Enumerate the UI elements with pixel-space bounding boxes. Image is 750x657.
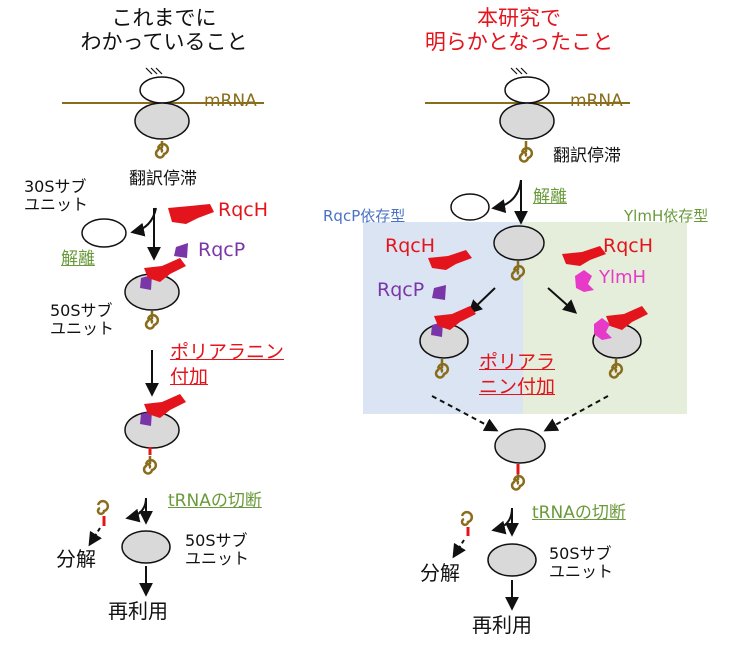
arrow-to-ylmh-path (547, 287, 578, 314)
right-50s-final-label: 50Sサブ ユニット (549, 544, 614, 582)
50s-subunit-rqcp-path (419, 323, 469, 359)
left-50s-final-line1: 50Sサブ (185, 531, 248, 550)
nascent-chain-coil-left-3 (142, 456, 158, 475)
rqch-shape-right-a (428, 250, 472, 270)
nascent-chain-coil-right-3 (510, 474, 526, 491)
left-30s-line1: 30Sサブ (24, 177, 87, 196)
ylmh-dependent-label: YlmH依存型 (624, 207, 709, 225)
rqch-bound-left-2 (144, 394, 186, 418)
right-stall-label: 翻訳停滞 (553, 146, 621, 166)
right-trna-cleave-label: tRNAの切断 (532, 503, 626, 523)
right-ylmh-label: YlmH (599, 267, 647, 288)
50s-subunit-right-split (493, 225, 545, 261)
right-mrna-label: mRNA (570, 91, 623, 111)
left-30s-line2: ユニット (24, 195, 89, 215)
stall-marks-right (510, 67, 528, 75)
left-30s-label: 30Sサブ ユニット (24, 177, 89, 215)
right-degrade-label: 分解 (420, 561, 460, 585)
left-trna-cleave-label: tRNAの切断 (168, 491, 262, 511)
arrow-to-30s (130, 207, 157, 237)
50s-subunit-right-final (487, 543, 537, 577)
small-subunit-right (504, 76, 550, 104)
50s-subunit-left-final (121, 530, 171, 564)
arrow-cleave-right (491, 507, 513, 535)
50s-subunit-left-1 (124, 273, 180, 311)
rqch-shape-right-b (562, 246, 606, 266)
large-subunit-left (134, 102, 190, 140)
right-50s-final-line1: 50Sサブ (549, 544, 612, 563)
50s-subunit-right-merged (494, 428, 546, 464)
large-subunit-right (499, 102, 555, 140)
left-50s-final-line2: ユニット (185, 549, 250, 569)
arrow-degrade-right-dash (452, 539, 466, 559)
ylmh-shape-right (575, 270, 594, 292)
left-mrna-label: mRNA (204, 91, 257, 111)
left-recycle-label: 再利用 (108, 599, 168, 623)
left-polyala-line2: 付加 (170, 365, 209, 388)
cleaved-chain-left (96, 499, 110, 516)
dashed-arrow-rqcp-merge (431, 395, 499, 432)
left-rqch-label: RqcH (218, 199, 268, 221)
nascent-chain-coil-left-2 (144, 311, 160, 330)
right-50s-final-line2: ユニット (549, 562, 614, 582)
left-degrade-label: 分解 (56, 547, 96, 571)
rqcp-bound-left-1 (140, 275, 152, 290)
left-stall-label: 翻訳停滞 (129, 169, 197, 189)
right-rqch-label-a: RqcH (385, 235, 435, 257)
left-50s-label: 50Sサブ ユニット (50, 301, 115, 339)
dashed-arrow-ylmh-merge (543, 395, 609, 432)
left-rqcp-label: RqcP (198, 239, 246, 261)
free-30s-subunit-right (450, 193, 490, 221)
right-polyala-line2: ニン付加 (479, 375, 556, 398)
right-heading-line1: 本研究で (477, 6, 561, 30)
left-heading-line1: これまでに (111, 6, 217, 30)
left-polyala-label: ポリアラニン 付加 (170, 340, 284, 389)
nascent-chain-coil-rqcp (434, 359, 450, 379)
rqcp-shape-right (432, 285, 446, 300)
cleaved-chain-right (460, 510, 474, 527)
arrow-to-rqcp-path (467, 287, 496, 314)
nascent-chain-coil-right-2 (510, 261, 526, 281)
left-heading: これまでに わかっていること (64, 6, 264, 54)
small-subunit-left (139, 76, 185, 104)
stall-marks-left (145, 67, 163, 75)
arrow-cleave-left (125, 497, 147, 523)
left-dissociation-label: 解離 (61, 249, 95, 269)
nascent-chain-coil-left-1 (154, 141, 170, 159)
50s-subunit-left-2 (124, 411, 180, 449)
left-50s-line2: ユニット (50, 319, 115, 339)
rqch-bound-left-1 (144, 258, 186, 282)
right-polyala-label: ポリアラ ニン付加 (479, 350, 555, 399)
left-50s-final-label: 50Sサブ ユニット (185, 531, 250, 569)
arrow-to-30s-right (491, 179, 522, 214)
nascent-chain-coil-right-1 (518, 141, 534, 163)
rqch-shape-left-floating (168, 204, 214, 224)
left-polyala-line1: ポリアラニン (170, 341, 285, 363)
left-heading-line2: わかっていること (80, 30, 248, 55)
right-heading: 本研究で 明らかとなったこと (414, 6, 624, 54)
right-heading-line2: 明らかとなったこと (424, 30, 614, 55)
rqch-bound-right-a (434, 306, 476, 330)
right-dissociation-label: 解離 (533, 187, 567, 207)
left-50s-line1: 50Sサブ (50, 301, 113, 320)
rqch-bound-right-b (606, 306, 648, 330)
right-polyala-line1: ポリアラ (479, 351, 556, 373)
right-rqch-label-b: RqcH (603, 235, 653, 257)
rqcp-shape-left-floating (174, 243, 188, 258)
rqcp-dependent-label: RqcP依存型 (323, 207, 406, 225)
ylmh-bound-right (594, 318, 612, 340)
right-recycle-label: 再利用 (472, 613, 532, 637)
rqcp-bound-left-2 (140, 411, 152, 426)
free-30s-subunit-left (81, 218, 127, 248)
right-rqcp-label: RqcP (377, 279, 425, 301)
arrow-degrade-left-dash (88, 527, 102, 547)
nascent-chain-coil-ylmh (608, 359, 624, 379)
